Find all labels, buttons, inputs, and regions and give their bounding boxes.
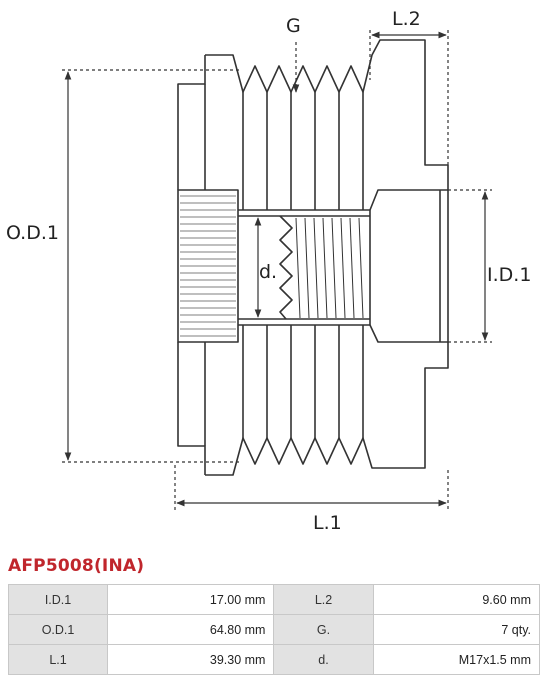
table-row: O.D.1 64.80 mm G. 7 qty. bbox=[7, 614, 541, 645]
l1-label: L.1 bbox=[313, 512, 342, 534]
spec-value: 7 qty. bbox=[372, 614, 541, 645]
d-label: d. bbox=[259, 261, 278, 283]
pulley-top-profile bbox=[205, 39, 449, 190]
spec-value: 9.60 mm bbox=[372, 584, 541, 615]
pulley-bottom-profile bbox=[205, 342, 449, 476]
spec-key: O.D.1 bbox=[7, 614, 109, 645]
spec-value: 39.30 mm bbox=[107, 644, 275, 675]
product-title: AFP5008(INA) bbox=[8, 556, 145, 576]
od1-label: O.D.1 bbox=[6, 222, 59, 244]
spec-key: d. bbox=[273, 644, 374, 675]
bore bbox=[238, 209, 371, 326]
table-row: L.1 39.30 mm d. M17x1.5 mm bbox=[7, 644, 541, 675]
thread-profile bbox=[279, 215, 293, 320]
spec-table: I.D.1 17.00 mm L.2 9.60 mm O.D.1 64.80 m… bbox=[7, 584, 541, 675]
spec-key: L.1 bbox=[7, 644, 109, 675]
spec-value: 64.80 mm bbox=[107, 614, 275, 645]
g-label: G bbox=[286, 15, 301, 37]
right-hub bbox=[369, 189, 449, 343]
splined-hub bbox=[177, 189, 239, 343]
spec-value: 17.00 mm bbox=[107, 584, 275, 615]
spec-value: M17x1.5 mm bbox=[372, 644, 541, 675]
pulley-technical-drawing: G L.2 O.D.1 d. I.D.1 L.1 bbox=[6, 8, 532, 534]
spec-key: G. bbox=[273, 614, 374, 645]
spec-key: I.D.1 bbox=[7, 584, 109, 615]
spec-key: L.2 bbox=[273, 584, 374, 615]
l2-label: L.2 bbox=[392, 8, 421, 30]
pulley-left-flange bbox=[177, 55, 206, 190]
id1-label: I.D.1 bbox=[487, 264, 532, 286]
pulley-diagram-svg bbox=[62, 30, 492, 510]
table-row: I.D.1 17.00 mm L.2 9.60 mm bbox=[7, 584, 541, 615]
